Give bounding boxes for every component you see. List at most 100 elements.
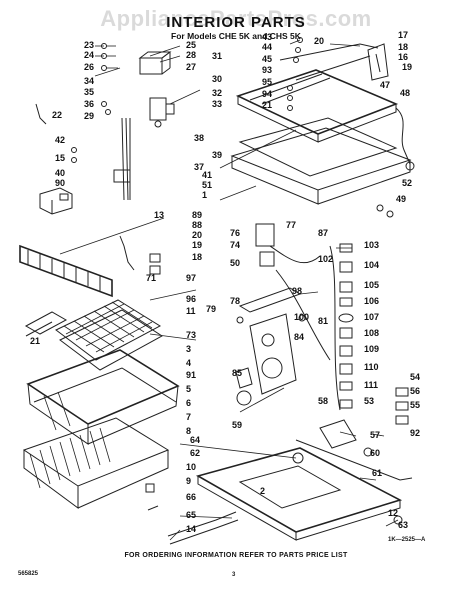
hinge-bracket-part [367, 43, 389, 81]
callout-39: 39 [212, 150, 222, 160]
callout-7: 7 [186, 412, 191, 422]
callout-36: 36 [84, 99, 94, 109]
callout-22: 22 [52, 110, 62, 120]
drawing-number: 1K—2525—A [388, 537, 426, 543]
callout-76: 76 [230, 228, 240, 238]
callout-45: 45 [262, 54, 272, 64]
callout-92: 92 [410, 428, 420, 438]
callout-95: 95 [262, 77, 272, 87]
callout-90: 90 [55, 178, 65, 188]
callout-109: 109 [364, 344, 379, 354]
callout-87: 87 [318, 228, 328, 238]
callout-5: 5 [186, 384, 191, 394]
callout-104: 104 [364, 260, 379, 270]
callout-66: 66 [186, 492, 196, 502]
callout-53: 53 [364, 396, 374, 406]
callout-62: 62 [190, 448, 200, 458]
callout-97: 97 [186, 273, 196, 283]
callout-17: 17 [398, 30, 408, 40]
callout-77: 77 [286, 220, 296, 230]
callout-103: 103 [364, 240, 379, 250]
callout-88: 88 [192, 220, 202, 230]
callout-98: 98 [292, 286, 302, 296]
callout-16: 16 [398, 52, 408, 62]
switch-bracket-part [138, 51, 172, 75]
callout-2: 2 [260, 486, 265, 496]
callout-85: 85 [232, 368, 242, 378]
control-housing-part [235, 223, 302, 406]
callout-51: 51 [202, 180, 212, 190]
callout-56: 56 [410, 386, 420, 396]
slide-rail-part [230, 117, 412, 205]
shelf-tray-part [235, 43, 399, 143]
terminal-block-part [39, 187, 73, 215]
callout-47: 47 [380, 80, 390, 90]
callout-59: 59 [232, 420, 242, 430]
callout-32: 32 [212, 88, 222, 98]
callout-100: 100 [294, 312, 309, 322]
callout-29: 29 [84, 111, 94, 121]
bin-liner-part [22, 417, 170, 509]
thermostat-part [149, 97, 175, 128]
callout-38: 38 [194, 133, 204, 143]
callout-21: 21 [30, 336, 40, 346]
grille-rail-part [19, 244, 113, 298]
callout-4: 4 [186, 358, 191, 368]
callout-18: 18 [192, 252, 202, 262]
callout-31: 31 [212, 51, 222, 61]
callout-110: 110 [364, 362, 379, 372]
callout-11: 11 [186, 306, 196, 316]
callout-64: 64 [190, 435, 200, 445]
callout-60: 60 [370, 448, 380, 458]
callout-74: 74 [230, 240, 240, 250]
callout-19: 19 [402, 62, 412, 72]
callout-8: 8 [186, 426, 191, 436]
callout-21: 21 [262, 100, 272, 110]
callout-40: 40 [55, 168, 65, 178]
callout-23: 23 [84, 40, 94, 50]
callout-15: 15 [55, 153, 65, 163]
callout-52: 52 [402, 178, 412, 188]
wiring-part [236, 245, 331, 361]
callout-35: 35 [84, 87, 94, 97]
callout-12: 12 [388, 508, 398, 518]
callout-28: 28 [186, 50, 196, 60]
callout-91: 91 [186, 370, 196, 380]
drain-hose-part [167, 511, 239, 545]
callout-24: 24 [84, 50, 94, 60]
small-fasteners-right [287, 37, 394, 218]
callout-84: 84 [294, 332, 304, 342]
callout-55: 55 [410, 400, 420, 410]
callout-107: 107 [364, 312, 379, 322]
callout-33: 33 [212, 99, 222, 109]
callout-13: 13 [154, 210, 164, 220]
callout-14: 14 [186, 524, 196, 534]
diagram-title: INTERIOR PARTS [166, 14, 306, 31]
callout-65: 65 [186, 510, 196, 520]
callout-6: 6 [186, 398, 191, 408]
wire-basket-part [24, 299, 163, 371]
callout-61: 61 [372, 468, 382, 478]
callout-9: 9 [186, 476, 191, 486]
callout-49: 49 [396, 194, 406, 204]
callout-81: 81 [318, 316, 328, 326]
wire-harness-part [35, 103, 131, 201]
callout-73: 73 [186, 330, 196, 340]
callout-10: 10 [186, 462, 196, 472]
callout-44: 44 [262, 42, 272, 52]
leader-lines [59, 39, 399, 541]
callout-93: 93 [262, 65, 272, 75]
callout-18: 18 [398, 42, 408, 52]
bin-clip-part [145, 483, 159, 511]
callout-1: 1 [202, 190, 207, 200]
callout-94: 94 [262, 89, 272, 99]
crisper-bin-part [26, 349, 180, 445]
right-fittings-part [395, 387, 409, 425]
callout-79: 79 [206, 304, 216, 314]
callout-3: 3 [186, 344, 191, 354]
callout-37: 37 [194, 162, 204, 172]
callout-57: 57 [370, 430, 380, 440]
callout-108: 108 [364, 328, 379, 338]
callout-78: 78 [230, 296, 240, 306]
